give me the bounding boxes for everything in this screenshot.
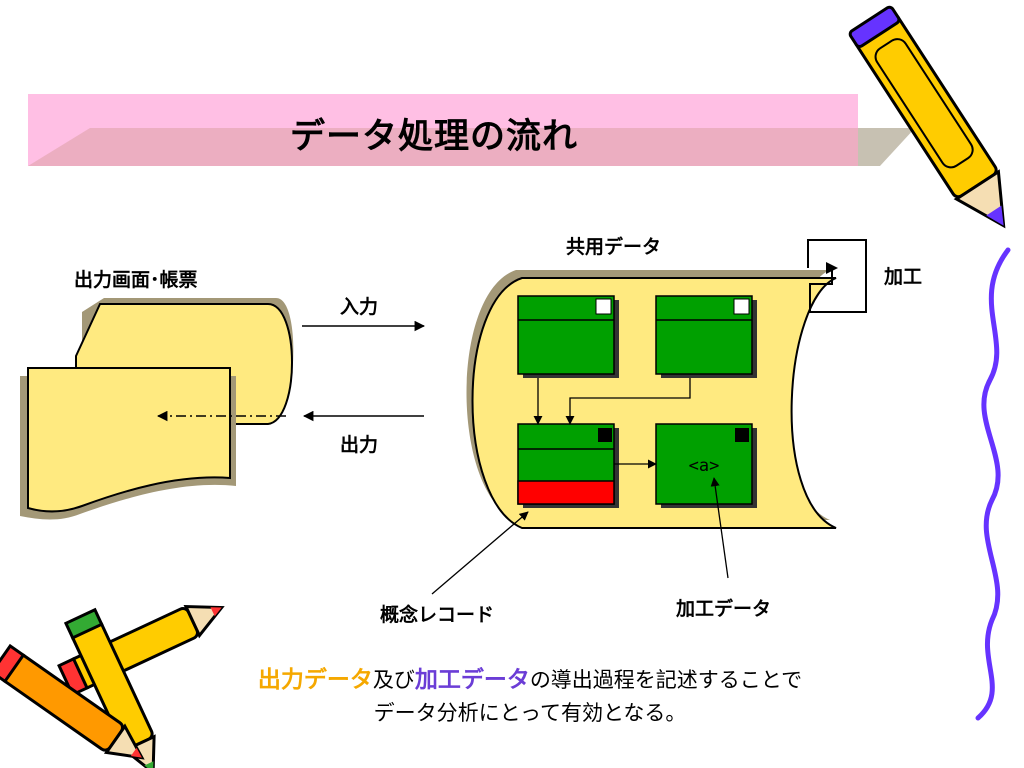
record-box bbox=[655, 295, 757, 378]
report-document-front bbox=[27, 367, 231, 513]
output-label: 出力 bbox=[340, 434, 379, 456]
concept-record-pointer bbox=[431, 511, 529, 595]
concept-record-box bbox=[517, 423, 619, 508]
flow-arrow bbox=[565, 378, 691, 425]
shared-data-label: 共用データ bbox=[566, 236, 662, 258]
decorative-wavy-line bbox=[975, 247, 1011, 721]
concept-record-label: 概念レコード bbox=[380, 604, 495, 626]
caption-text: 及び bbox=[372, 668, 415, 692]
record-box bbox=[517, 295, 619, 378]
pencil-decoration-icon bbox=[0, 643, 145, 760]
caption-highlight-output-data: 出力データ bbox=[257, 667, 373, 693]
process-label: 加工 bbox=[884, 266, 923, 288]
processed-record-box: <a> bbox=[655, 423, 757, 508]
process-loop bbox=[807, 239, 867, 313]
output-screen-shape bbox=[20, 298, 294, 520]
screen-label: 出力画面･帳票 bbox=[74, 269, 198, 291]
record-tag: <a> bbox=[689, 456, 720, 476]
processed-data-label: 加工データ bbox=[676, 598, 772, 620]
caption: 出力データ及び加工データの導出過程を記述することで データ分析にとって有効となる… bbox=[230, 664, 830, 730]
page-title: データ処理の流れ bbox=[290, 117, 579, 157]
caption-highlight-processed-data: 加工データ bbox=[414, 667, 530, 693]
title-band-fold bbox=[28, 128, 858, 166]
caption-line-1: 出力データ及び加工データの導出過程を記述することで bbox=[230, 664, 830, 697]
processed-data-pointer bbox=[710, 477, 729, 579]
caption-line-2: データ分析にとって有効となる。 bbox=[373, 701, 687, 725]
input-label: 入力 bbox=[340, 296, 379, 318]
pencil-decoration-icon bbox=[848, 5, 1006, 229]
title-band bbox=[28, 94, 915, 166]
caption-text: の導出過程を記述することで bbox=[529, 668, 803, 692]
process-loop-arrowhead bbox=[826, 262, 838, 274]
